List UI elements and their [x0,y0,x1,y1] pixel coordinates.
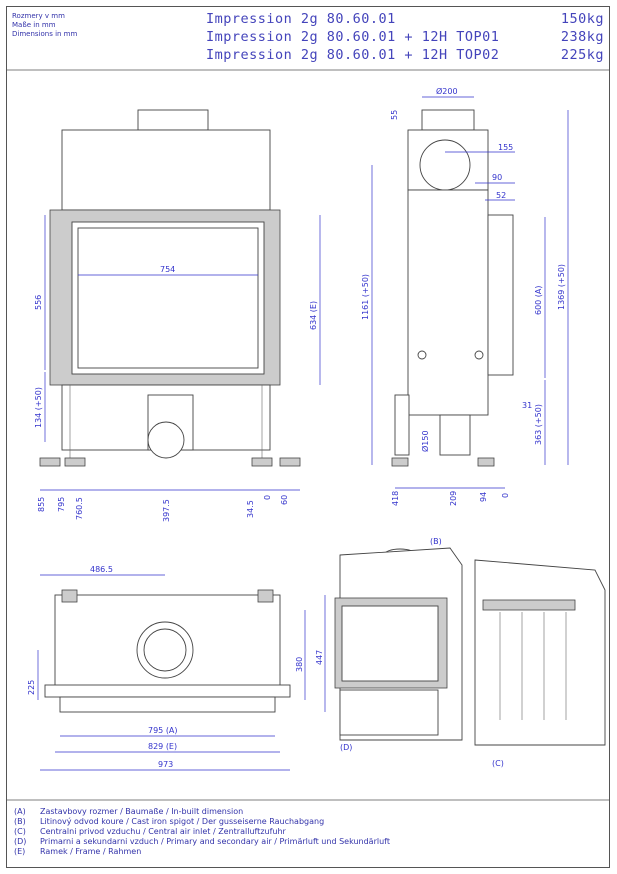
legend-key: (C) [14,827,26,836]
legend-text: Primarni a sekundarni vzduch / Primary a… [40,837,390,846]
label-c: (C) [492,759,504,768]
dim-209: 209 [449,491,458,506]
units-note: Rozmery v mm Maße in mm Dimensions in mm [12,12,77,39]
dim-60: 60 [280,495,289,505]
dim-829-e: 829 (E) [148,742,177,751]
dim-760-5: 760.5 [75,497,84,520]
dim-134: 134 (+50) [34,387,43,428]
iso-front-view: (D) [334,547,463,752]
legend-key: (B) [14,817,26,826]
dim-0: 0 [263,495,272,500]
model-name: Impression 2g 80.60.01 [206,11,396,27]
units-en: Dimensions in mm [12,30,78,38]
front-view: 754 556 634 (E) 134 (+50) 855 795 760.5 … [34,109,321,522]
dim-556: 556 [34,295,43,310]
dim-795-a: 795 (A) [148,726,178,735]
dim-634: 634 (E) [309,301,318,330]
model-row: Impression 2g 80.60.01 + 12H TOP02 225kg [206,46,604,64]
legend-item: (C) Centralni privod vzduchu / Central ai… [14,827,390,837]
iso-back-view: (B) (C) [430,537,606,768]
dim-94: 94 [479,492,488,502]
legend-key: (D) [14,837,27,846]
model-row: Impression 2g 80.60.01 + 12H TOP01 238kg [206,28,604,46]
dim-447: 447 [315,650,324,665]
model-row: Impression 2g 80.60.01 150kg [206,10,604,28]
legend-text: Litinový odvod koure / Cast iron spigot … [40,817,325,826]
dim-486-5: 486.5 [90,565,113,574]
dim-973: 973 [158,760,173,769]
side-view: Ø200 55 155 90 52 600 (A) 1369 (+50) 116… [361,86,569,506]
dim-397-5: 397.5 [162,499,171,522]
legend-item: (A) Zastavbovy rozmer / Baumaße / In-buil… [14,807,390,817]
legend-text: Ramek / Frame / Rahmen [40,847,142,856]
dim-418: 418 [391,491,400,506]
top-view: 486.5 225 380 447 795 (A) 829 (E) 973 [27,565,326,771]
dim-855: 855 [37,497,46,512]
dim-225: 225 [27,680,36,695]
drawing-sheet [6,6,610,868]
model-list: Impression 2g 80.60.01 150kg Impression 2… [206,10,604,64]
legend-item: (E) Ramek / Frame / Rahmen [14,847,390,857]
model-name: Impression 2g 80.60.01 + 12H TOP02 [206,47,500,63]
dim-90: 90 [492,173,502,182]
legend-text: Zastavbovy rozmer / Baumaße / In-built d… [40,807,244,816]
dim-55: 55 [390,110,399,120]
dim-34-5: 34.5 [246,500,255,518]
dim-1369: 1369 (+50) [557,264,566,310]
dim-380: 380 [295,657,304,672]
legend-key: (E) [14,847,26,856]
legend-text: Centralni privod vzduchu / Central air i… [40,827,286,836]
dim-d200: Ø200 [436,86,458,96]
dim-d150: Ø150 [420,430,430,452]
model-weight: 238kg [560,29,604,45]
dim-795: 795 [57,497,66,512]
dim-600: 600 (A) [534,285,543,315]
dim-0: 0 [501,493,510,498]
model-weight: 225kg [560,47,604,63]
model-weight: 150kg [560,11,604,27]
dim-1161: 1161 (+50) [361,274,370,320]
model-name: Impression 2g 80.60.01 + 12H TOP01 [206,29,500,45]
legend-item: (D) Primarni a sekundarni vzduch / Primar… [14,837,390,847]
dim-363: 363 (+50) [534,404,543,445]
dim-754: 754 [160,265,175,274]
dim-155: 155 [498,143,513,152]
label-b: (B) [430,537,442,546]
legend: (A) Zastavbovy rozmer / Baumaße / In-buil… [14,807,390,857]
dim-31: 31 [522,401,532,410]
dim-52: 52 [496,191,506,200]
legend-item: (B) Litinový odvod koure / Cast iron spig… [14,817,390,827]
units-cz: Rozmery v mm [12,12,65,20]
label-d: (D) [340,743,352,752]
units-de: Maße in mm [12,21,56,29]
legend-key: (A) [14,807,26,816]
